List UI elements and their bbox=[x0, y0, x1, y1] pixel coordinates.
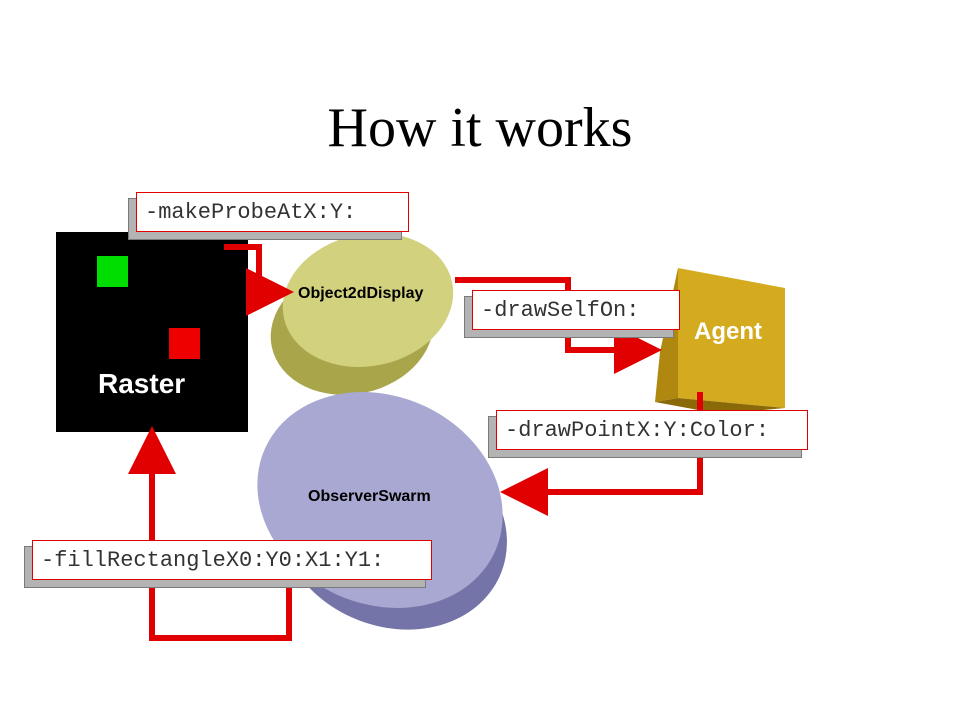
red-cell bbox=[169, 328, 200, 359]
green-cell bbox=[97, 256, 128, 287]
object2d-display-disc bbox=[270, 233, 454, 395]
fill-rect-message: -fillRectangleX0:Y0:X1:Y1: bbox=[32, 540, 432, 580]
observer-swarm-disc bbox=[257, 392, 507, 630]
object2d-display-label: Object2dDisplay bbox=[298, 285, 424, 302]
slide-title: How it works bbox=[327, 97, 633, 159]
observer-swarm-label: ObserverSwarm bbox=[308, 488, 431, 505]
raster-box bbox=[56, 232, 248, 432]
raster-label: Raster bbox=[98, 368, 186, 399]
draw-self-message: -drawSelfOn: bbox=[472, 290, 680, 330]
draw-point-message: -drawPointX:Y:Color: bbox=[496, 410, 808, 450]
arrow-loop-to-raster bbox=[128, 426, 292, 641]
make-probe-message: -makeProbeAtX:Y: bbox=[136, 192, 409, 232]
agent-label: Agent bbox=[694, 318, 762, 345]
arrow-raster-to-object2d bbox=[224, 244, 294, 316]
